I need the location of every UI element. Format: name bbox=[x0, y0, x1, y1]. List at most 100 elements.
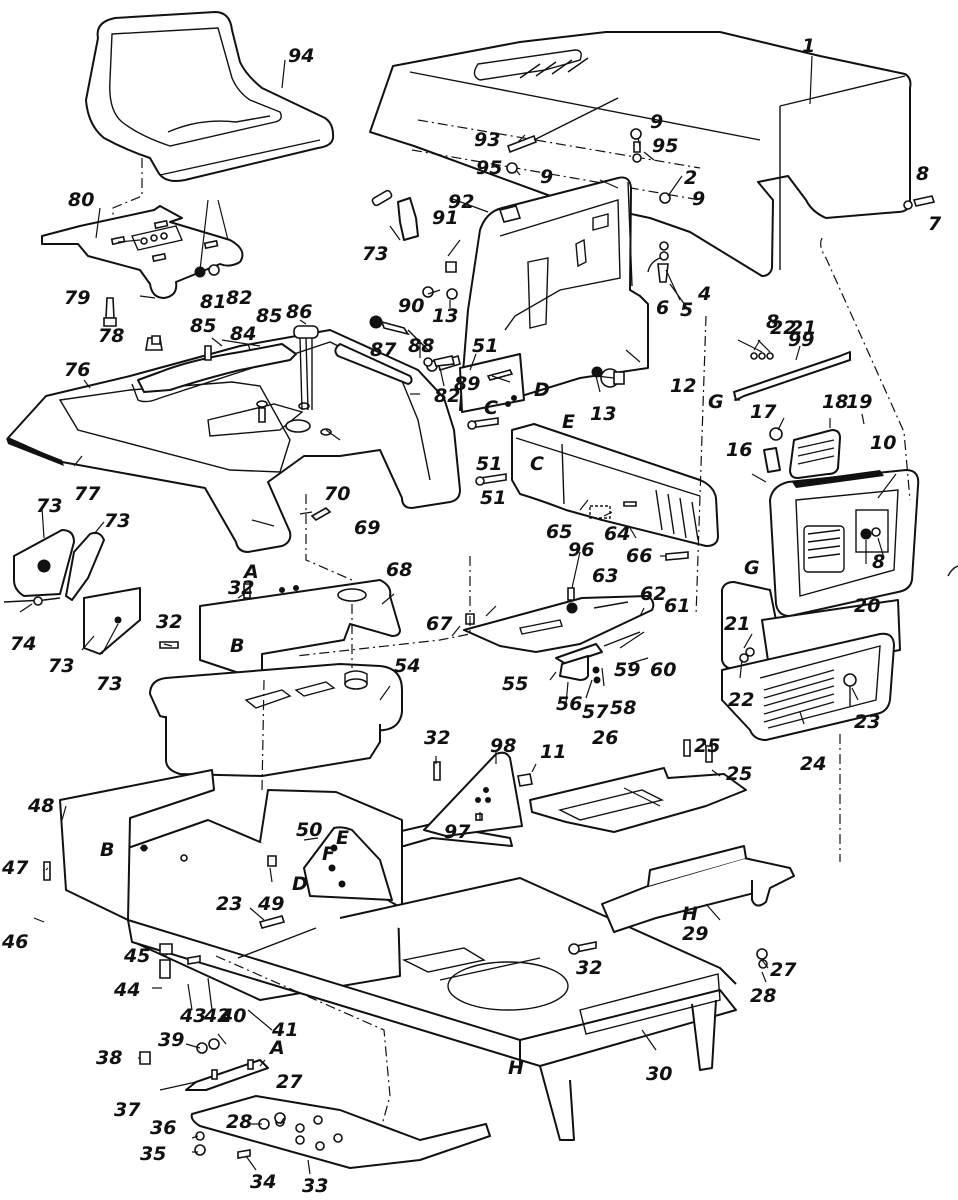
ref-letter-a-hinge: A bbox=[268, 1037, 285, 1059]
callout-46: 46 bbox=[1, 931, 28, 953]
callout-7: 7 bbox=[928, 213, 942, 235]
callout-92: 92 bbox=[448, 191, 474, 213]
callout-1: 1 bbox=[802, 35, 815, 57]
lift-lever-assembly[interactable] bbox=[3, 529, 141, 655]
callout-28-foot: 28 bbox=[226, 1111, 252, 1133]
callout-11: 11 bbox=[540, 741, 566, 763]
ref-letter-b-bracket: B bbox=[230, 635, 244, 657]
callout-51-upper: 51 bbox=[476, 453, 502, 475]
callout-42: 42 bbox=[203, 1005, 230, 1027]
callout-67: 67 bbox=[426, 613, 453, 635]
lower-dash-panel[interactable] bbox=[511, 423, 719, 547]
callout-38: 38 bbox=[96, 1047, 122, 1069]
front-bracket[interactable] bbox=[601, 845, 795, 933]
fender-hardware bbox=[151, 335, 455, 521]
callout-68: 68 bbox=[386, 559, 412, 581]
callout-80: 80 bbox=[68, 189, 94, 211]
callout-23-frame: 23 bbox=[216, 893, 242, 915]
ref-letter-e-frame: E bbox=[336, 827, 349, 849]
callout-82-fender: 82 bbox=[434, 385, 460, 407]
callout-32-top: 32 bbox=[228, 577, 254, 599]
dash-panel[interactable] bbox=[459, 176, 649, 411]
tank-mount-line bbox=[261, 679, 265, 791]
fuel-tank[interactable] bbox=[149, 663, 403, 777]
callout-70: 70 bbox=[324, 483, 350, 505]
callout-27-front: 27 bbox=[770, 959, 797, 981]
callout-90: 90 bbox=[398, 295, 424, 317]
callout-8-grille: 8 bbox=[872, 551, 885, 573]
ref-letter-c-dash: C bbox=[484, 397, 498, 419]
callout-40: 40 bbox=[219, 1005, 246, 1027]
callout-93: 93 bbox=[474, 129, 500, 151]
callout-10: 10 bbox=[870, 432, 896, 454]
callout-65: 65 bbox=[546, 521, 572, 543]
callout-59: 59 bbox=[614, 659, 640, 681]
ref-letter-f-frame: F bbox=[322, 843, 335, 865]
grille-hardware bbox=[739, 427, 841, 663]
battery-tray[interactable] bbox=[463, 587, 655, 684]
callout-33: 33 bbox=[302, 1175, 328, 1197]
callout-97: 97 bbox=[444, 821, 471, 843]
callout-12: 12 bbox=[670, 375, 696, 397]
callout-17: 17 bbox=[750, 401, 777, 423]
hood-support[interactable] bbox=[529, 767, 747, 833]
reference-letters: A A B B C C D D E E F G G H H bbox=[100, 379, 760, 1079]
callout-82-seat: 82 bbox=[226, 287, 252, 309]
callout-78: 78 bbox=[98, 325, 124, 347]
callout-22-rail: 22 bbox=[770, 317, 796, 339]
callout-94: 94 bbox=[288, 45, 314, 67]
callout-29: 29 bbox=[682, 923, 708, 945]
lower-grille[interactable] bbox=[721, 632, 895, 741]
main-frame[interactable] bbox=[59, 769, 737, 1141]
fender-bracket[interactable] bbox=[137, 343, 297, 393]
callout-2: 2 bbox=[684, 167, 697, 189]
steering-support[interactable] bbox=[423, 751, 523, 837]
callout-61: 61 bbox=[664, 595, 690, 617]
callout-44: 44 bbox=[113, 979, 140, 1001]
callout-45: 45 bbox=[123, 945, 150, 967]
callout-56: 56 bbox=[556, 693, 582, 715]
callout-25-right: 25 bbox=[726, 763, 752, 785]
callout-25-left: 25 bbox=[694, 735, 720, 757]
ref-letter-c-lower: C bbox=[530, 453, 544, 475]
grille-mount-line bbox=[695, 315, 707, 617]
ref-letter-g-rail: G bbox=[708, 391, 724, 413]
lower-dash-hardware bbox=[467, 417, 689, 561]
callout-85-right: 85 bbox=[256, 305, 282, 327]
footrest-hinge[interactable] bbox=[185, 1059, 269, 1091]
ref-letter-d-frame: D bbox=[292, 873, 308, 895]
callout-23-grille: 23 bbox=[854, 711, 880, 733]
callout-60: 60 bbox=[650, 659, 676, 681]
callout-27-foot: 27 bbox=[276, 1071, 303, 1093]
callout-73-top-right: 73 bbox=[104, 510, 130, 532]
fender-mount-line bbox=[305, 494, 353, 581]
callout-21-side: 21 bbox=[724, 613, 750, 635]
callout-9-left: 9 bbox=[540, 166, 553, 188]
footrest[interactable] bbox=[190, 1095, 491, 1169]
headlight-housing[interactable] bbox=[769, 469, 920, 617]
callout-54: 54 bbox=[394, 655, 420, 677]
callout-13-upper: 13 bbox=[432, 305, 458, 327]
footrest-mount-line bbox=[215, 955, 391, 1133]
hood[interactable] bbox=[369, 31, 912, 277]
callout-79: 79 bbox=[64, 287, 90, 309]
callout-20: 20 bbox=[854, 595, 880, 617]
callout-63: 63 bbox=[592, 565, 618, 587]
callout-34: 34 bbox=[250, 1171, 276, 1193]
callout-39: 39 bbox=[158, 1029, 184, 1051]
callout-35: 35 bbox=[140, 1143, 166, 1165]
shift-lever[interactable] bbox=[334, 343, 413, 385]
throttle-control[interactable] bbox=[371, 189, 419, 241]
seat-bracket[interactable] bbox=[41, 205, 244, 299]
ref-letter-d-dash: D bbox=[534, 379, 550, 401]
callout-76: 76 bbox=[64, 359, 90, 381]
seat[interactable] bbox=[85, 11, 335, 182]
callout-32-frame: 32 bbox=[576, 957, 602, 979]
callout-89: 89 bbox=[454, 373, 480, 395]
fender-trim bbox=[6, 438, 64, 466]
tank-bracket[interactable] bbox=[159, 579, 401, 679]
callout-98: 98 bbox=[490, 735, 516, 757]
fuel-gauge-assembly[interactable] bbox=[293, 325, 319, 411]
hood-hardware bbox=[506, 97, 936, 360]
callout-58: 58 bbox=[610, 697, 636, 719]
